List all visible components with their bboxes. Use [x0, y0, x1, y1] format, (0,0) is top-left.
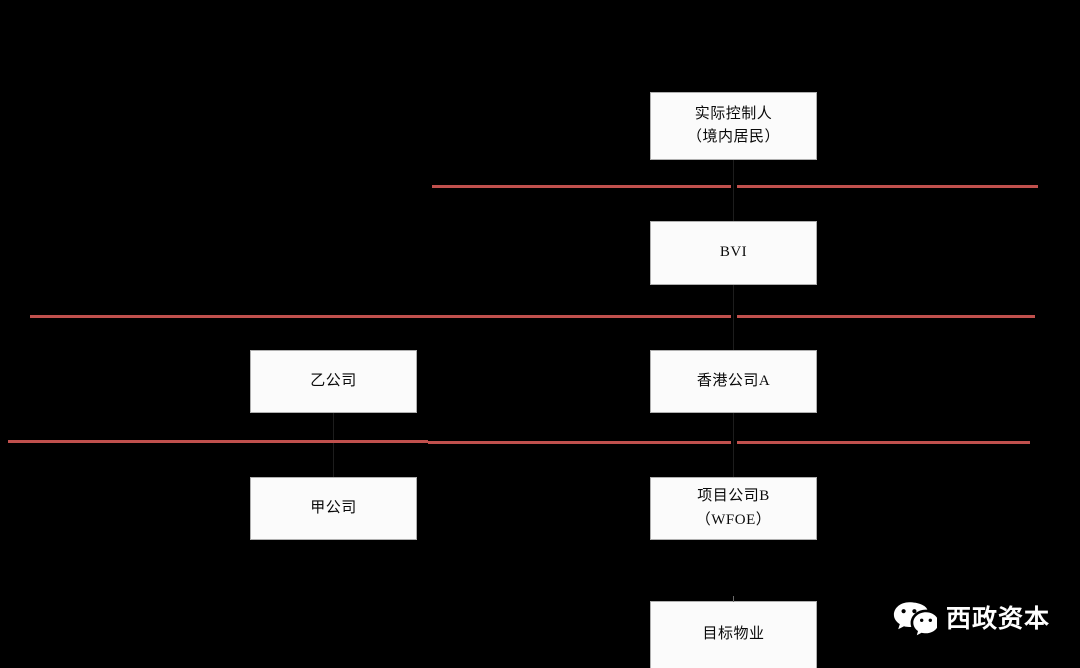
node-bvi-label: BVI [719, 244, 748, 261]
jurisdiction-divider-upper-left [432, 185, 731, 188]
jurisdiction-divider-middle-right [737, 315, 1035, 318]
node-hong-kong-company-a[interactable]: 香港公司A [650, 350, 817, 413]
node-actual-controller[interactable]: 实际控制人 （境内居民） [650, 92, 817, 160]
jurisdiction-divider-lower-middle [428, 441, 731, 444]
wechat-icon [893, 600, 939, 638]
node-company-yi-label: 乙公司 [310, 372, 357, 389]
jurisdiction-divider-middle-left [30, 315, 731, 318]
node-target-property-label: 目标物业 [702, 626, 765, 643]
node-company-jia-label: 甲公司 [310, 499, 357, 516]
jurisdiction-divider-lower-right [737, 441, 1030, 444]
node-hong-kong-company-a-label: 香港公司A [696, 372, 771, 389]
node-actual-controller-line2: （境内居民） [686, 129, 780, 145]
watermark-label: 西政资本 [946, 604, 1051, 633]
jurisdiction-divider-upper-right [737, 185, 1038, 188]
node-bvi-company[interactable]: BVI [650, 221, 817, 285]
node-project-company-b-line2: （WFOE） [695, 511, 772, 528]
jurisdiction-divider-lower-left [8, 440, 428, 443]
node-project-company-b[interactable]: 项目公司B （WFOE） [650, 477, 817, 540]
node-target-property[interactable]: 目标物业 [650, 601, 817, 668]
node-company-jia[interactable]: 甲公司 [250, 477, 417, 540]
connector-bvi-to-hk-company-a [733, 285, 734, 350]
connector-hk-company-a-to-project-company-b [733, 413, 734, 477]
connector-company-yi-to-company-jia [333, 413, 334, 477]
watermark: 西政资本 [893, 600, 1050, 638]
connector-controller-to-bvi [733, 160, 734, 221]
node-company-yi[interactable]: 乙公司 [250, 350, 417, 413]
node-actual-controller-line1: 实际控制人 [694, 105, 773, 122]
node-project-company-b-line1: 项目公司B [697, 488, 770, 505]
connector-project-company-b-to-target-property [733, 596, 734, 602]
